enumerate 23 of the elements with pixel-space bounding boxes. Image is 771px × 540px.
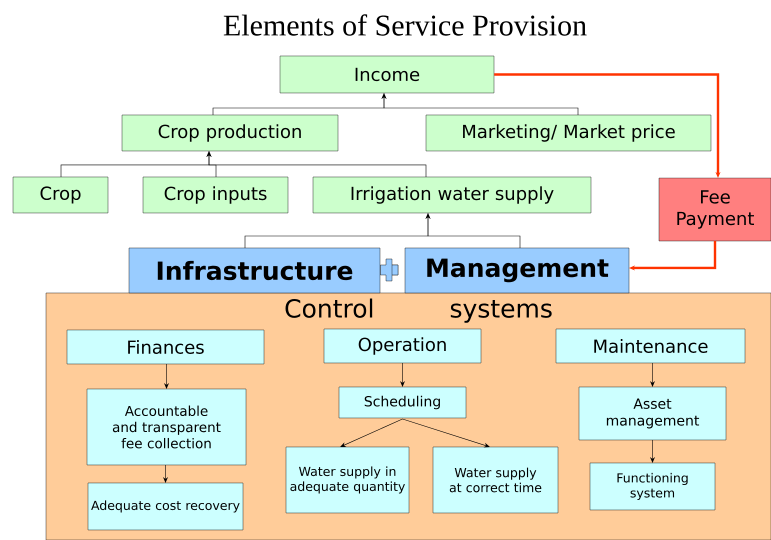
process-box: Infrastructure: [128, 248, 380, 294]
process-box: Finances: [66, 330, 264, 364]
process-box: Scheduling: [338, 386, 466, 418]
process-box: Functioning system: [590, 462, 716, 510]
process-box: Asset management: [578, 386, 726, 440]
payment-box: Fee Payment: [658, 178, 771, 242]
title: Elements of Service Provision: [224, 14, 587, 36]
process-box: Accountable and transparent fee collection: [86, 388, 246, 466]
process-box: Water supply in adequate quantity: [286, 446, 410, 514]
process-box: Income: [280, 56, 494, 94]
process-box: Water supply at correct time: [432, 446, 558, 514]
process-box: Management: [404, 248, 630, 294]
process-box: Crop: [12, 176, 108, 214]
arrow: [206, 151, 426, 178]
arrow: [381, 93, 578, 116]
process-box: Adequate cost recovery: [88, 482, 244, 530]
process-box: Crop inputs: [142, 176, 288, 214]
process-box: Operation: [324, 328, 482, 364]
arrow: [340, 418, 403, 447]
process-box: Crop production: [122, 114, 338, 152]
process-box: Irrigation water supply: [312, 176, 592, 214]
process-box: Marketing/ Market price: [426, 114, 712, 152]
process-box: Maintenance: [556, 328, 746, 364]
